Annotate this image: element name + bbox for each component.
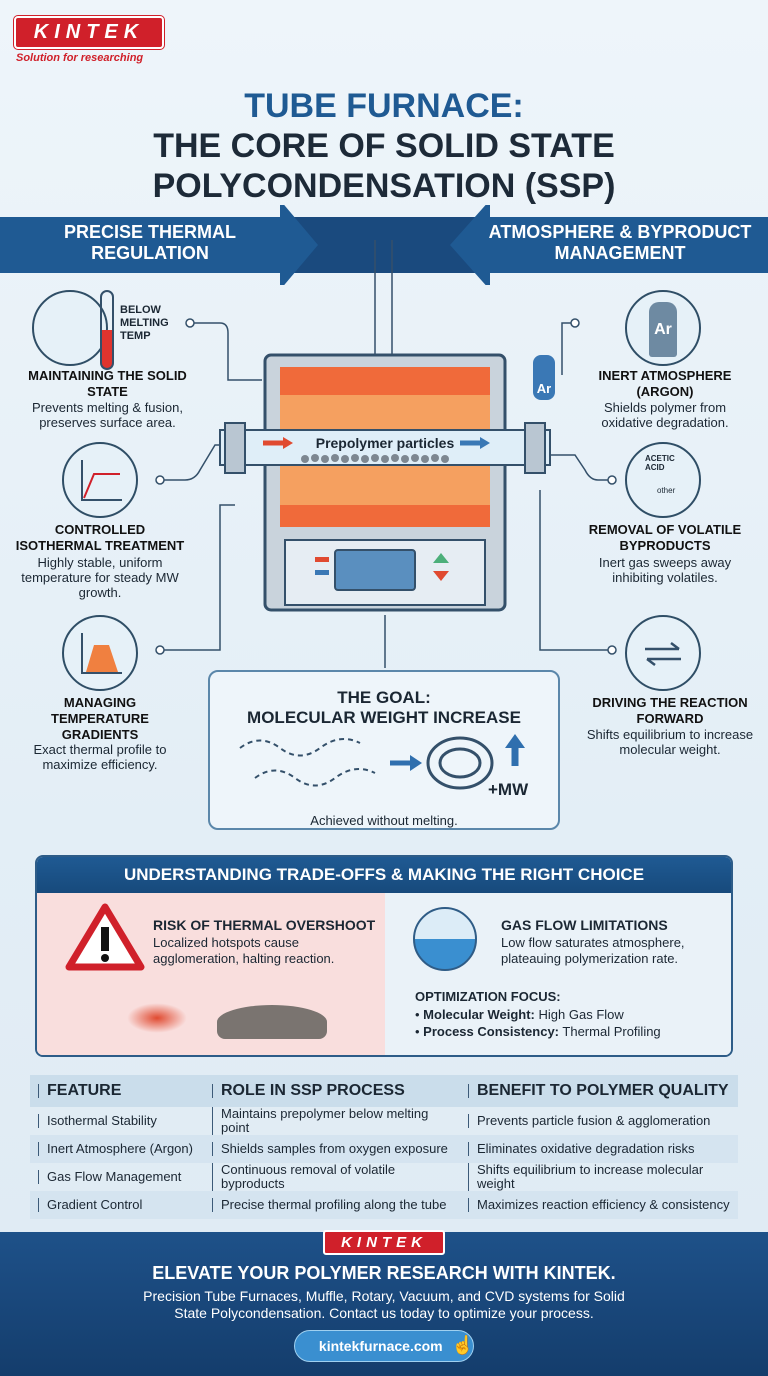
table-row: Inert Atmosphere (Argon)Shields samples … [30, 1135, 738, 1163]
particles-icon [32, 290, 108, 366]
banner-arrows [0, 205, 768, 285]
hotspot-illustration [127, 1003, 187, 1033]
footer-logo: KINTEK [323, 1230, 445, 1255]
argon-gas-icon: Ar [625, 290, 701, 366]
page-title: TUBE FURNACE: THE CORE OF SOLID STATE PO… [152, 87, 616, 205]
warning-icon [65, 903, 145, 971]
tradeoffs-panel: UNDERSTANDING TRADE-OFFS & MAKING THE RI… [35, 855, 733, 1057]
website-link-button[interactable]: kintekfurnace.com [293, 1330, 474, 1362]
comparison-table: FEATURE ROLE IN SSP PROCESS BENEFIT TO P… [30, 1075, 738, 1219]
goal-panel: THE GOAL: MOLECULAR WEIGHT INCREASE +MW … [208, 670, 560, 830]
optimization-list: • Molecular Weight: High Gas Flow • Proc… [415, 1007, 661, 1039]
kintek-logo: KINTEK Solution for researching [14, 16, 174, 64]
equilibrium-arrows-icon [625, 615, 701, 691]
volatile-byproducts-icon: ACETIC ACID other [625, 442, 701, 518]
mw-label: +MW [488, 780, 529, 799]
thermometer-icon [100, 290, 114, 370]
tube-furnace-illustration [219, 353, 555, 612]
connector-lines [155, 240, 617, 668]
risk-section: RISK OF THERMAL OVERSHOOT Localized hots… [37, 893, 385, 1055]
footer-cta: KINTEK ELEVATE YOUR POLYMER RESEARCH WIT… [0, 1230, 768, 1376]
gas-flow-section: GAS FLOW LIMITATIONS Low flow saturates … [385, 893, 731, 1055]
tube-label: Prepolymer particles [315, 435, 455, 451]
banner-atmosphere: ATMOSPHERE & BYPRODUCT MANAGEMENT [488, 222, 752, 263]
banner-thermal: PRECISE THERMAL REGULATION [63, 222, 236, 263]
argon-cylinder-label: Ar [536, 381, 552, 396]
gas-flow-icon [413, 907, 477, 971]
polymer-chains-illustration [239, 734, 525, 790]
table-header: FEATURE ROLE IN SSP PROCESS BENEFIT TO P… [30, 1075, 738, 1107]
agglomerate-illustration [217, 1005, 327, 1039]
pointer-hand-icon: ☝ [451, 1335, 475, 1355]
gradient-profile-icon [62, 615, 138, 691]
isothermal-chart-icon [62, 442, 138, 518]
